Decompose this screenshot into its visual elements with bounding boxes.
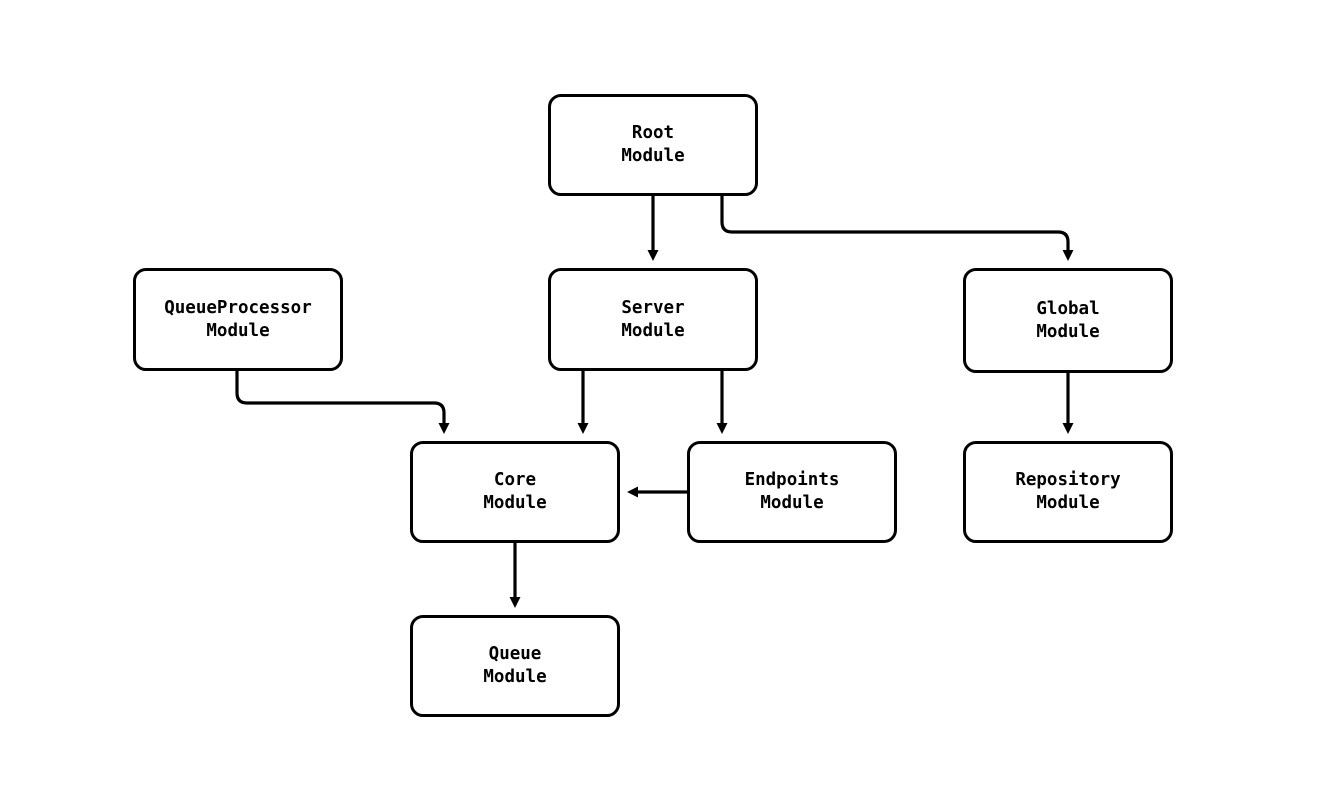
node-queueprocessor-module-label-line2: Module (206, 320, 270, 341)
node-root-module[interactable]: Root Module (548, 94, 758, 196)
node-root-module-label-line1: Root (631, 123, 675, 143)
node-queue-module-label-line2: Module (483, 667, 547, 687)
node-core-module-label-line2: Module (483, 493, 547, 513)
node-root-module-label-line2: Module (621, 146, 685, 166)
edge-root-to-global (720, 196, 1074, 261)
node-repository-module-label-line2: Module (1036, 493, 1100, 513)
node-endpoints-module-label-line1: Endpoints (744, 470, 840, 490)
node-core-module-label-line1: Core (493, 470, 537, 490)
node-server-module-label-line2: Module (621, 320, 685, 341)
node-endpoints-module[interactable]: Endpoints Module (687, 441, 897, 543)
node-global-module[interactable]: Global Module (963, 268, 1173, 373)
node-queueprocessor-module-label-line1: QueueProcessor (164, 297, 312, 318)
node-queue-module-label-line1: Queue (488, 644, 542, 664)
node-server-module[interactable]: Server Module (548, 268, 758, 371)
node-queue-module[interactable]: Queue Module (410, 615, 620, 717)
node-core-module[interactable]: Core Module (410, 441, 620, 543)
node-global-module-label-line2: Module (1036, 321, 1100, 342)
node-repository-module[interactable]: Repository Module (963, 441, 1173, 543)
node-server-module-label-line1: Server (621, 297, 685, 318)
node-endpoints-module-label-line2: Module (760, 493, 824, 513)
node-queueprocessor-module[interactable]: QueueProcessor Module (133, 268, 343, 371)
node-repository-module-label-line1: Repository (1015, 470, 1121, 490)
node-global-module-label-line1: Global (1036, 298, 1100, 319)
edge-queueprocessor-to-core (235, 371, 450, 434)
